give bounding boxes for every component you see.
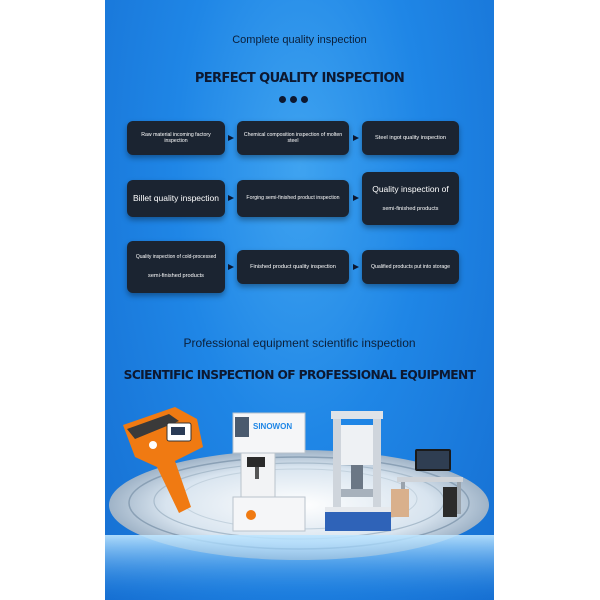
process-step-label: Qualified products put into storage	[370, 263, 450, 270]
process-step-storage: Qualified products put into storage	[362, 250, 459, 284]
arrow-right-icon	[353, 135, 359, 141]
process-step-cold-processed: Quality inspection of cold-processed sem…	[127, 241, 225, 293]
process-step-label: Forging semi-finished product inspection	[246, 195, 340, 202]
process-step-label-line2: semi-finished products	[148, 273, 204, 280]
process-step-chemical-composition: Chemical composition inspection of molte…	[237, 121, 349, 155]
bottom-glow	[105, 535, 494, 600]
quality-inspection-poster: Complete quality inspection PERFECT QUAL…	[105, 0, 494, 600]
equipment-svg: SINOWON	[105, 407, 494, 600]
universal-testing-machine	[325, 411, 391, 531]
process-step-label: Steel ingot quality inspection	[375, 134, 446, 141]
process-step-finished-product: Finished product quality inspection	[237, 250, 349, 284]
arrow-right-icon	[228, 195, 234, 201]
arrow-right-icon	[228, 264, 234, 270]
process-step-forging: Forging semi-finished product inspection	[237, 180, 349, 217]
process-step-label: Finished product quality inspection	[250, 263, 336, 270]
computer-workstation	[391, 449, 463, 517]
section1-heading: PERFECT QUALITY INSPECTION	[194, 71, 405, 86]
equipment-illustration: SINOWON	[105, 395, 494, 600]
arrow-right-icon	[353, 264, 359, 270]
process-step-label: Billet quality inspection	[133, 193, 219, 204]
section1-subtitle: Complete quality inspection	[232, 34, 367, 46]
hardness-tester: SINOWON	[232, 412, 306, 532]
process-step-label: Raw material incoming factory inspection	[141, 131, 211, 144]
section2-heading: SCIENTIFIC INSPECTION OF PROFESSIONAL EQ…	[123, 368, 476, 382]
arrow-right-icon	[353, 195, 359, 201]
arrow-right-icon	[228, 135, 234, 141]
brand-label: SINOWON	[253, 422, 292, 431]
process-step-label-line1: Quality inspection of cold-processed	[135, 253, 217, 260]
decorative-dots	[277, 90, 323, 103]
process-step-label-line1: Quality inspection of	[372, 184, 449, 195]
process-step-raw-material: Raw material incoming factory inspection	[127, 121, 225, 155]
handheld-spectrometer	[123, 407, 203, 513]
process-step-semi-finished: Quality inspection of semi-finished prod…	[362, 172, 459, 225]
process-step-billet: Billet quality inspection	[127, 180, 225, 217]
section2-subtitle: Professional equipment scientific inspec…	[183, 336, 416, 350]
process-step-steel-ingot: Steel ingot quality inspection	[362, 121, 459, 155]
process-step-label: Chemical composition inspection of molte…	[243, 131, 343, 144]
process-step-label-line2: semi-finished products	[382, 206, 439, 213]
